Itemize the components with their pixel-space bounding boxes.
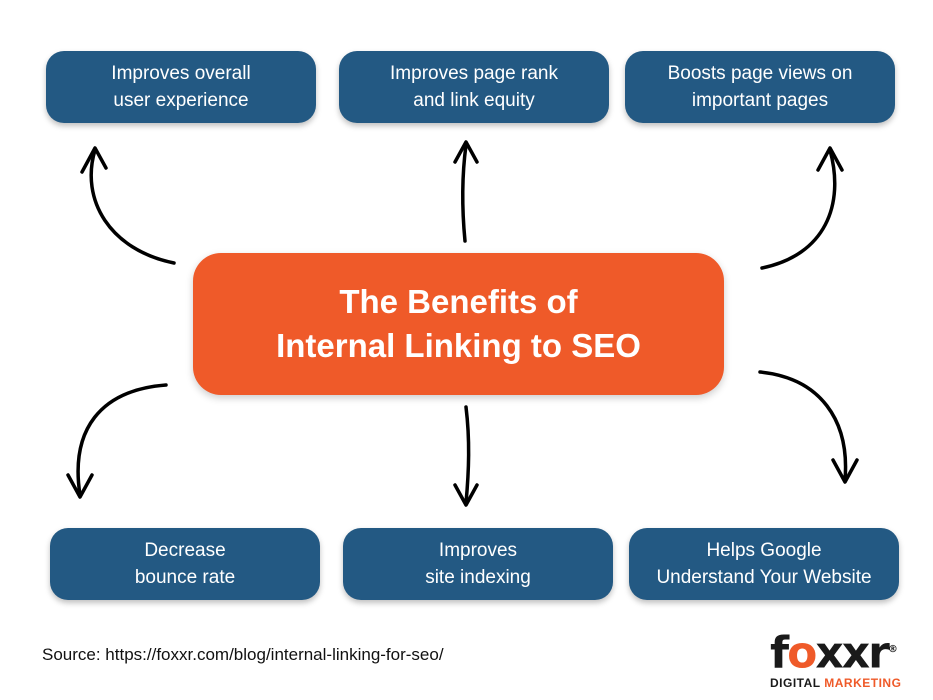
benefit-line: Understand Your Website xyxy=(656,567,872,588)
arrow-top-right xyxy=(760,146,844,270)
benefit-line: Improves page rank xyxy=(390,63,558,84)
benefit-line: site indexing xyxy=(425,567,531,588)
title-line: The Benefits of xyxy=(339,283,578,320)
logo-wordmark: foxxr® xyxy=(770,627,898,679)
benefit-line: Decrease xyxy=(144,540,226,561)
benefit-line: Boosts page views on xyxy=(667,63,853,84)
title-line: Internal Linking to SEO xyxy=(276,327,641,364)
arrow-bottom-left xyxy=(66,383,168,499)
benefit-box-bounce-rate: Decrease bounce rate xyxy=(50,528,320,600)
benefit-box-page-rank: Improves page rank and link equity xyxy=(339,51,609,123)
benefit-line: Helps Google xyxy=(706,540,822,561)
benefit-line: Improves xyxy=(438,540,518,561)
benefit-line: user experience xyxy=(113,90,249,111)
registered-mark: ® xyxy=(887,644,898,655)
benefit-line: important pages xyxy=(691,90,829,111)
diagram-title: The Benefits of Internal Linking to SEO xyxy=(193,253,724,395)
arrow-bottom-center xyxy=(453,405,479,507)
benefit-line: Improves overall xyxy=(111,63,251,84)
logo-sub-2: MARKETING xyxy=(824,675,902,690)
foxxr-logo: foxxr® DIGITAL MARKETING xyxy=(770,628,920,690)
benefit-box-site-indexing: Improves site indexing xyxy=(343,528,613,600)
benefit-box-user-experience: Improves overall user experience xyxy=(46,51,316,123)
logo-sub-1: DIGITAL xyxy=(770,675,821,690)
arrow-top-left xyxy=(80,146,176,265)
benefit-line: and link equity xyxy=(413,90,535,111)
logo-tagline: DIGITAL MARKETING xyxy=(770,676,920,690)
source-text: Source: https://foxxr.com/blog/internal-… xyxy=(42,645,444,664)
benefit-box-page-views: Boosts page views on important pages xyxy=(625,51,895,123)
benefit-line: bounce rate xyxy=(134,567,236,588)
arrow-top-center xyxy=(453,140,479,243)
arrow-bottom-right xyxy=(758,370,859,484)
